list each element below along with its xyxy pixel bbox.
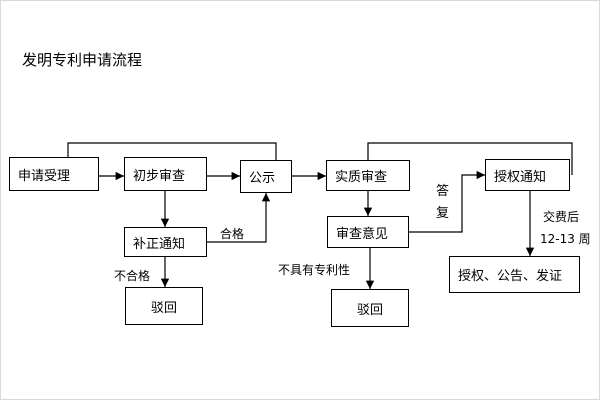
label-fee-1: 交费后: [543, 210, 580, 224]
node-apply: 申请受理: [9, 157, 99, 191]
label-reply-1: 答: [436, 184, 450, 199]
arrow-opinion-to-grant-notice: [409, 170, 485, 233]
connector-top-bracket-2: [367, 142, 573, 175]
node-reject-2: 驳回: [331, 289, 409, 327]
diagram-title: 发明专利申请流程: [22, 51, 143, 69]
label-unqualified: 不合格: [114, 269, 151, 283]
node-prelim: 初步审查: [124, 157, 207, 191]
arrow-correction-to-publish: [207, 193, 271, 243]
node-correction: 补正通知: [124, 227, 207, 257]
node-reject-1: 驳回: [125, 287, 203, 325]
label-fee-2: 12-13 周: [540, 232, 591, 246]
label-qualified: 合格: [220, 227, 245, 241]
label-not-patentable: 不具有专利性: [278, 263, 351, 277]
node-opinion: 审查意见: [327, 216, 409, 248]
node-substantive: 实质审查: [326, 160, 410, 191]
label-reply-2: 复: [436, 206, 450, 221]
node-publish: 公示: [240, 160, 292, 193]
node-grant-final: 授权、公告、发证: [449, 256, 580, 293]
connector-top-bracket-1: [67, 142, 277, 160]
node-grant-notice: 授权通知: [485, 159, 570, 191]
